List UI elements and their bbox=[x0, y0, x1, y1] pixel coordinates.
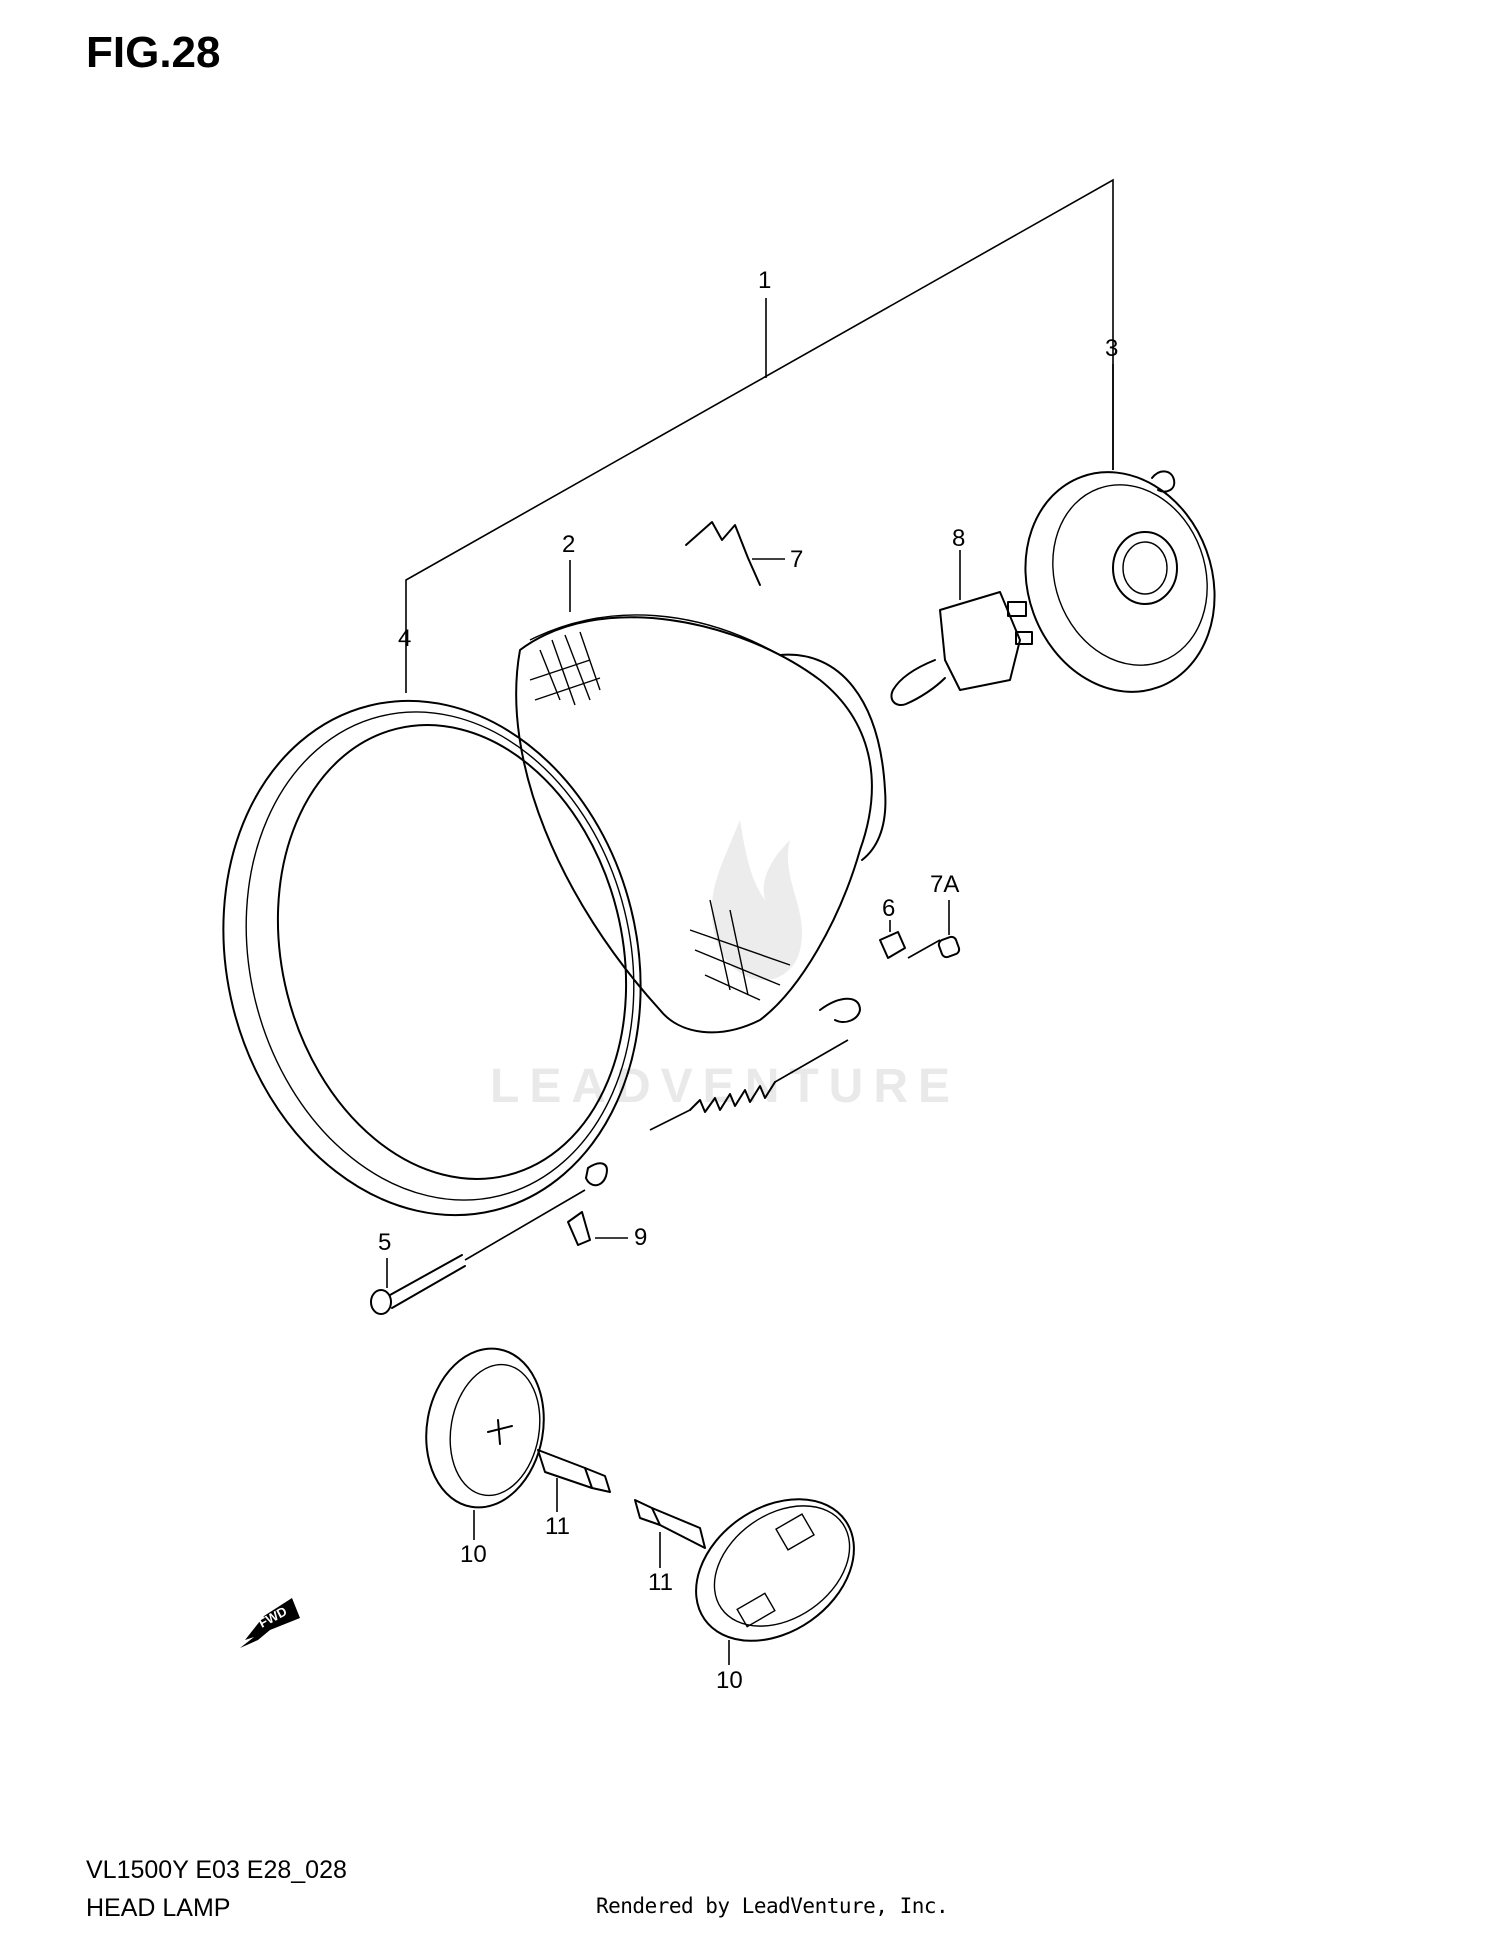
callout-9: 9 bbox=[634, 1224, 647, 1251]
part-collar bbox=[937, 900, 961, 959]
forward-arrow-icon bbox=[240, 1598, 300, 1648]
spring-axis bbox=[649, 1109, 691, 1131]
assembly-bracket bbox=[405, 178, 1114, 693]
callout-3: 3 bbox=[1105, 335, 1118, 362]
figure-title: FIG.28 bbox=[86, 28, 221, 77]
screw-shank bbox=[389, 1254, 466, 1309]
reflector-back bbox=[779, 653, 887, 861]
model-code: VL1500Y E03 E28_028 bbox=[86, 1856, 347, 1884]
rim-outer bbox=[222, 699, 642, 1217]
side-reflector-rear-outer bbox=[425, 1347, 545, 1509]
lens-hatching bbox=[529, 631, 791, 1001]
rim-tab bbox=[585, 1162, 608, 1187]
bulb-base bbox=[939, 591, 1021, 691]
nut-shape bbox=[879, 931, 906, 959]
part-clip bbox=[685, 521, 785, 586]
part-bulb bbox=[890, 550, 1033, 706]
watermark: LEADVENTURE bbox=[490, 820, 960, 1113]
part-side-reflector-front bbox=[695, 1498, 855, 1665]
side-reflector-front-outer bbox=[695, 1498, 855, 1642]
screw-head bbox=[370, 1289, 392, 1315]
callout-4: 4 bbox=[398, 625, 411, 652]
callout-6: 6 bbox=[882, 895, 895, 922]
reflector-rim bbox=[529, 614, 781, 656]
housing-outer bbox=[1024, 471, 1216, 693]
callout-11-a: 11 bbox=[545, 1513, 570, 1540]
reflector-lug bbox=[819, 997, 861, 1023]
spacer-b-tip bbox=[634, 1499, 661, 1526]
render-credit: Rendered by LeadVenture, Inc. bbox=[596, 1894, 949, 1918]
part-side-reflector-rear bbox=[425, 1347, 545, 1540]
housing-socket bbox=[1112, 531, 1178, 605]
bracket-line bbox=[405, 178, 1114, 693]
callout-8: 8 bbox=[952, 525, 965, 552]
bulb-glass bbox=[890, 659, 946, 706]
clip-wire bbox=[685, 521, 761, 586]
housing-inner bbox=[1052, 484, 1208, 666]
callout-10-rear: 10 bbox=[460, 1541, 487, 1568]
callout-10-front: 10 bbox=[716, 1667, 743, 1694]
forward-arrow: FWD bbox=[240, 1598, 300, 1648]
callout-7a: 7A bbox=[930, 871, 959, 898]
spacer-b-body bbox=[651, 1507, 706, 1549]
screw-axis bbox=[464, 1189, 586, 1261]
spacer-a-body bbox=[537, 1449, 593, 1489]
part-small-screw bbox=[567, 1211, 628, 1246]
part-screw bbox=[370, 1189, 586, 1315]
reflector-outline bbox=[515, 616, 873, 1034]
side-reflector-stud bbox=[487, 1419, 513, 1445]
side-reflector-front-face bbox=[713, 1505, 851, 1627]
callout-7: 7 bbox=[790, 546, 803, 573]
part-spacer-a bbox=[537, 1449, 611, 1512]
watermark-text: LEADVENTURE bbox=[490, 1060, 960, 1113]
part-reflector bbox=[515, 560, 887, 1034]
reflector-grid bbox=[736, 1513, 815, 1628]
flame-logo-icon bbox=[711, 820, 803, 980]
spring-coil bbox=[689, 1081, 776, 1113]
part-rim bbox=[222, 699, 642, 1217]
socket-thread bbox=[1122, 541, 1168, 595]
side-reflector-rear-face bbox=[449, 1363, 541, 1497]
small-screw-shape bbox=[567, 1211, 591, 1246]
adjust-line bbox=[907, 939, 941, 959]
bulb-terminal bbox=[1007, 601, 1027, 617]
callout-11-b: 11 bbox=[648, 1569, 673, 1596]
spring-axis-2 bbox=[774, 1039, 849, 1083]
callout-2: 2 bbox=[562, 531, 575, 558]
collar-shape bbox=[937, 935, 961, 959]
callout-5: 5 bbox=[378, 1229, 391, 1256]
rim-edge bbox=[245, 711, 635, 1201]
part-socket-housing bbox=[1024, 364, 1216, 693]
section-name: HEAD LAMP bbox=[86, 1894, 231, 1922]
spacer-a-tip bbox=[584, 1467, 611, 1493]
callout-labels: 1 2 3 4 5 6 7 7A 8 9 10 10 11 11 bbox=[378, 267, 1118, 1694]
part-nut bbox=[879, 920, 941, 959]
rim-inner bbox=[276, 724, 628, 1180]
part-spring bbox=[649, 1039, 849, 1131]
bulb-terminal-2 bbox=[1015, 631, 1033, 645]
housing-tab bbox=[1151, 470, 1176, 493]
part-spacer-b bbox=[634, 1499, 706, 1568]
callout-1: 1 bbox=[758, 267, 771, 294]
